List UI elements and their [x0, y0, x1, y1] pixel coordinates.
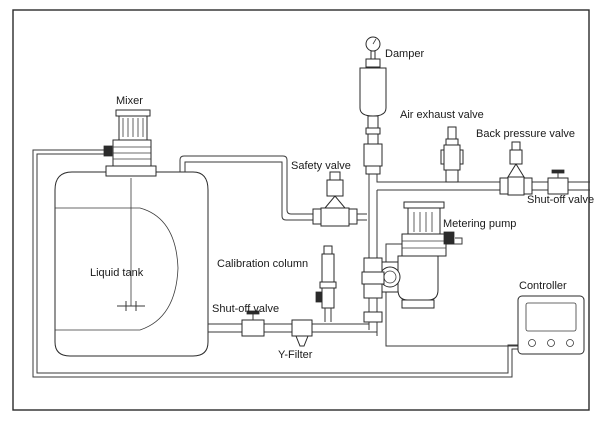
discharge-header	[377, 181, 590, 191]
label-shutoff-valve-left: Shut-off valve	[212, 303, 279, 315]
label-controller: Controller	[519, 280, 567, 292]
pump-motor-icon	[379, 201, 455, 309]
label-calibration-column: Calibration column	[217, 258, 308, 270]
label-air-exhaust-valve: Air exhaust valve	[400, 109, 484, 121]
suction-line	[208, 323, 378, 333]
label-mixer: Mixer	[116, 95, 143, 107]
liquid-tank	[54, 171, 209, 357]
label-back-pressure-valve: Back pressure valve	[476, 128, 575, 140]
return-pipe	[179, 155, 313, 221]
safety-valve	[312, 171, 367, 227]
diagram-frame	[12, 9, 590, 411]
calibration-column	[315, 245, 337, 322]
label-y-filter: Y-Filter	[278, 349, 313, 361]
label-damper: Damper	[385, 48, 424, 60]
y-filter	[291, 319, 313, 347]
label-metering-pump: Metering pump	[443, 218, 516, 230]
pump-check-valves	[361, 257, 385, 336]
controller-icon	[517, 295, 585, 355]
label-shutoff-valve-right: Shut-off valve	[527, 194, 594, 206]
label-liquid-tank: Liquid tank	[90, 267, 144, 279]
air-exhaust-valve	[440, 126, 464, 183]
mixer-motor-icon	[103, 109, 157, 177]
shutoff-valve-right	[547, 169, 569, 195]
label-safety-valve: Safety valve	[291, 160, 351, 172]
shutoff-valve-left	[241, 310, 265, 337]
back-pressure-valve	[499, 141, 533, 196]
damper-column	[359, 36, 387, 258]
